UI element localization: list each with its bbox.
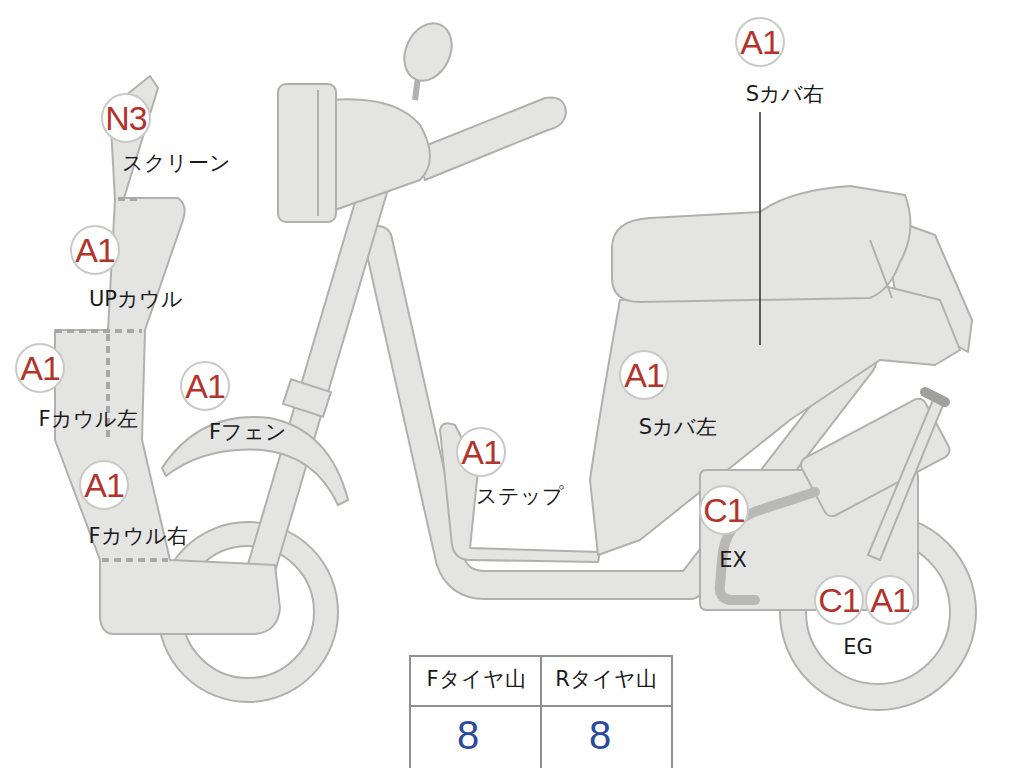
tread-depth: 8 [589,713,611,757]
damage-code: A1 [461,435,501,469]
callout-circle: A1 [180,361,230,411]
handlebar [415,98,566,180]
tire-table [410,656,672,768]
damage-code: A1 [740,25,780,59]
callout-circle: A1 [735,17,785,67]
shock [868,395,945,560]
part-name: スクリーン [122,152,231,175]
callout-circle: C1 [814,575,864,625]
fork-clamp [283,379,331,417]
mirror [395,16,460,89]
damage-code: A1 [870,583,910,617]
damage-code: A1 [624,358,664,392]
damage-code: C1 [818,583,859,617]
part-name: ステップ [476,485,564,508]
damage-code: A1 [75,233,115,267]
head-body [330,99,430,210]
part-name: Fカウル左 [38,408,137,431]
damage-code: A1 [84,468,124,502]
callout-circle: A1 [456,427,506,477]
part-name: EX [719,549,747,572]
damage-code: A1 [20,351,60,385]
callout-circle: C1 [699,485,749,535]
part-name: Fフェン [209,421,287,444]
front-cowl [55,76,280,634]
part-name: Fタイヤ山 [426,668,525,691]
headlamp-rim [317,90,319,216]
part-name: Rタイヤ山 [555,668,657,691]
part-name: UPカウル [89,288,183,311]
damage-code: C1 [703,493,744,527]
step-board [440,423,600,562]
part-name: Sカバ左 [639,416,717,439]
callout-circle: A1 [865,575,915,625]
front-fender [162,417,348,505]
part-name: EG [843,636,873,659]
part-name: Fカウル右 [88,525,187,548]
callout-circle: A1 [70,225,120,275]
leader-line [759,112,760,345]
damage-code: N3 [105,101,146,135]
callout-circle: A1 [15,343,65,393]
seat [612,186,910,302]
part-name: Sカバ右 [746,83,824,106]
tread-depth: 8 [457,713,479,757]
callout-circle: A1 [79,460,129,510]
damage-code: A1 [185,369,225,403]
callout-circle: N3 [101,93,151,143]
muffler-tip [925,392,945,402]
headlamp [278,84,336,222]
callout-circle: A1 [619,350,669,400]
